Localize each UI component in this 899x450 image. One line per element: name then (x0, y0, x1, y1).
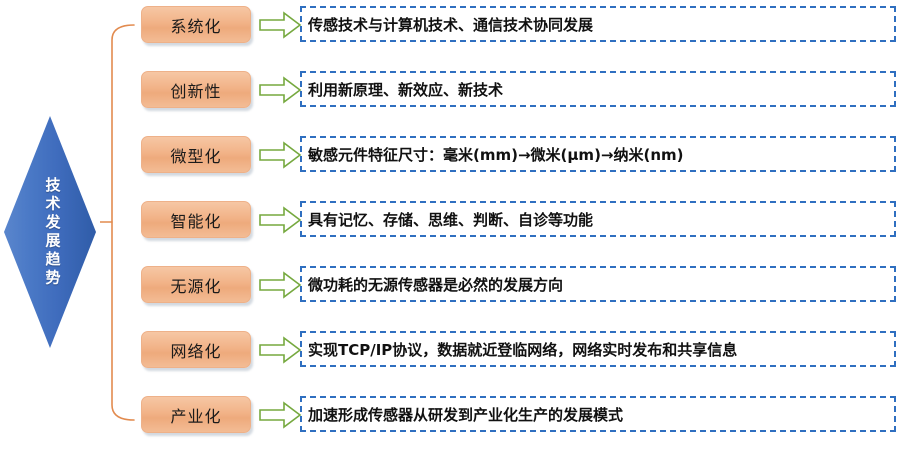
right-arrow-icon (258, 11, 302, 39)
trend-tag-label: 微型化 (170, 146, 222, 166)
trend-row: 产业化 加速形成传感器从研发到产业化生产的发展模式 (0, 396, 899, 436)
trend-tag-passive[interactable]: 无源化 (141, 266, 251, 303)
trend-desc-text: 传感技术与计算机技术、通信技术协同发展 (308, 15, 594, 34)
trend-tag-innovation[interactable]: 创新性 (141, 71, 251, 108)
trend-desc-box: 加速形成传感器从研发到产业化生产的发展模式 (300, 396, 896, 432)
trend-tag-label: 创新性 (170, 81, 222, 101)
trend-tag-label: 智能化 (170, 211, 222, 231)
trend-desc-box: 传感技术与计算机技术、通信技术协同发展 (300, 6, 896, 42)
trend-desc-text: 微功耗的无源传感器是必然的发展方向 (308, 275, 564, 294)
trend-row: 创新性 利用新原理、新效应、新技术 (0, 71, 899, 111)
right-arrow-icon (258, 141, 302, 169)
trend-row: 网络化 实现TCP/IP协议，数据就近登临网络，网络实时发布和共享信息 (0, 331, 899, 371)
trend-row: 智能化 具有记忆、存储、思维、判断、自诊等功能 (0, 201, 899, 241)
trend-tag-intelligence[interactable]: 智能化 (141, 201, 251, 238)
right-arrow-icon (258, 271, 302, 299)
trend-tag-label: 网络化 (170, 341, 222, 361)
trend-row: 微型化 敏感元件特征尺寸：毫米(mm)→微米(μm)→纳米(nm) (0, 136, 899, 176)
trend-desc-box: 微功耗的无源传感器是必然的发展方向 (300, 266, 896, 302)
trend-row: 无源化 微功耗的无源传感器是必然的发展方向 (0, 266, 899, 306)
trend-desc-text: 实现TCP/IP协议，数据就近登临网络，网络实时发布和共享信息 (308, 340, 738, 359)
trend-tag-industrialization[interactable]: 产业化 (141, 396, 251, 433)
trend-desc-box: 具有记忆、存储、思维、判断、自诊等功能 (300, 201, 896, 237)
trend-desc-box: 敏感元件特征尺寸：毫米(mm)→微米(μm)→纳米(nm) (300, 136, 896, 172)
trend-tag-label: 产业化 (170, 406, 222, 426)
trend-desc-box: 实现TCP/IP协议，数据就近登临网络，网络实时发布和共享信息 (300, 331, 896, 367)
right-arrow-icon (258, 401, 302, 429)
trend-tag-label: 系统化 (170, 16, 222, 36)
trend-desc-text: 利用新原理、新效应、新技术 (308, 80, 504, 99)
trend-desc-text: 加速形成传感器从研发到产业化生产的发展模式 (308, 405, 624, 424)
trend-tag-label: 无源化 (170, 276, 222, 296)
trend-desc-box: 利用新原理、新效应、新技术 (300, 71, 896, 107)
trend-desc-text: 具有记忆、存储、思维、判断、自诊等功能 (308, 210, 594, 229)
right-arrow-icon (258, 336, 302, 364)
trend-tag-networking[interactable]: 网络化 (141, 331, 251, 368)
trend-desc-text: 敏感元件特征尺寸：毫米(mm)→微米(μm)→纳米(nm) (308, 145, 684, 164)
bracket-connector (97, 0, 144, 445)
trend-row: 系统化 传感技术与计算机技术、通信技术协同发展 (0, 6, 899, 46)
trend-tag-miniaturization[interactable]: 微型化 (141, 136, 251, 173)
right-arrow-icon (258, 206, 302, 234)
right-arrow-icon (258, 76, 302, 104)
trend-tag-systemization[interactable]: 系统化 (141, 6, 251, 43)
